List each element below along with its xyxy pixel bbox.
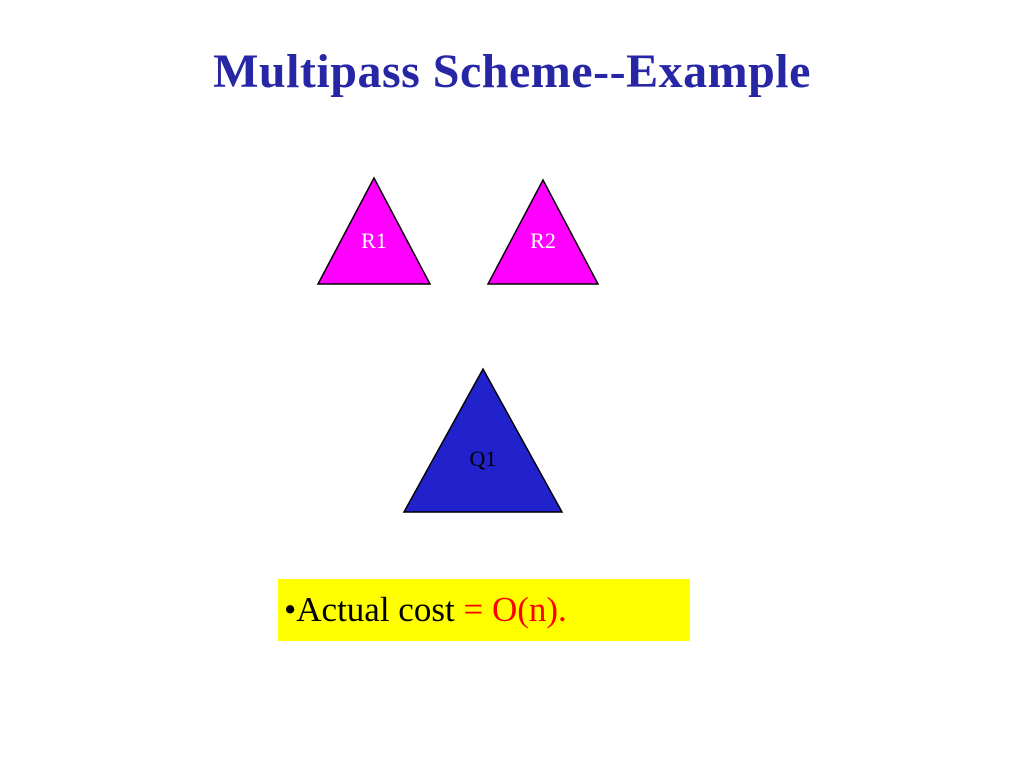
triangle-r2: R2 [486,178,600,286]
triangle-q1-shape [402,367,564,513]
triangle-r2-shape [486,178,600,285]
caption-text-red: = O(n). [463,590,567,629]
triangle-r1-shape [316,176,432,285]
caption-text-black: Actual cost [296,590,464,629]
caption-box: •Actual cost = O(n). [278,579,690,641]
slide-title: Multipass Scheme--Example [213,45,811,98]
triangle-r1: R1 [316,176,432,286]
caption-bullet: • [284,590,297,629]
triangle-q1: Q1 [401,366,565,514]
